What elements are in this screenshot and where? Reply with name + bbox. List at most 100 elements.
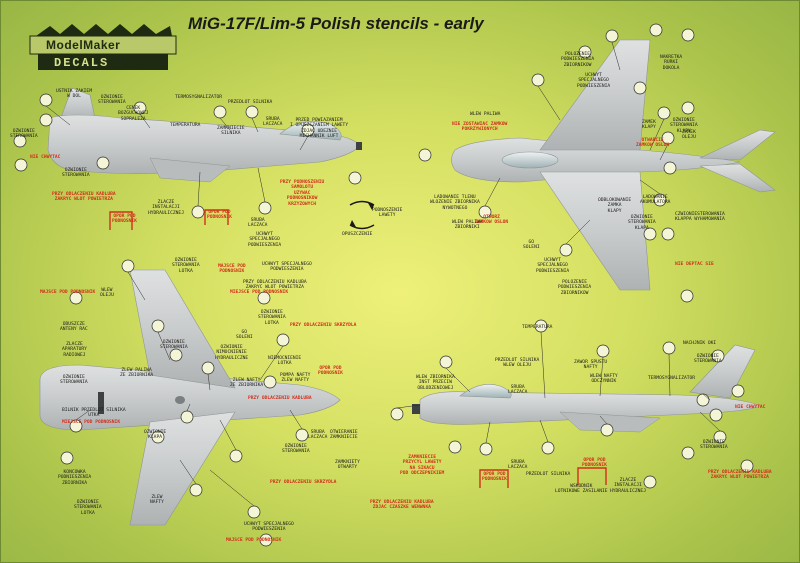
stencil-label: PRZEDLOT SILNIKA WLEW OLEJU xyxy=(495,358,540,369)
stencil-label: OZWIONIE STEROWANIA LOTKA xyxy=(172,258,200,274)
stencil-label: TEMPERATURA xyxy=(170,123,201,128)
stencil-label-red: NIE CHWYTAC xyxy=(735,405,766,410)
stencil-label: GO SOLENI xyxy=(523,240,540,251)
stencil-label-red: OPOR POD PODNOSNIK xyxy=(318,366,343,377)
stencil-label: ZLACZE INSTALACJI HYDRAULICZNEJ xyxy=(610,478,646,494)
sheet-title: MiG-17F/Lim-5 Polish stencils - early xyxy=(188,14,484,33)
stencil-label: POLOZENIE PODWIESZENIA ZBIORNIKOW xyxy=(561,52,595,68)
stencil-label: USTNIK ZAKIEM W DOL xyxy=(56,89,92,100)
stencil-label: OTWIERANIE ZAMKNIECIE xyxy=(330,430,358,441)
stencil-label-red: OTWARCIE ZAMKOW OSLON xyxy=(636,138,670,149)
stencil-label-red: PRZY PODNOSZENIU SAMOLOTU UZYWAC PODNOSN… xyxy=(280,180,325,207)
stencil-label-red: PRZY ODLACZENIU SKRZYDLA xyxy=(270,480,337,485)
aircraft-bottom-view xyxy=(39,269,341,526)
stencil-label-red: PRZY ODLACZENIU SKRZYDLA xyxy=(290,323,357,328)
stencil-label-red: NIE DEPTAC SIE xyxy=(675,262,714,267)
logo-line-1: ModelMaker xyxy=(46,38,121,52)
stencil-label: WLEW OLEJU xyxy=(100,288,114,299)
stencil-label: GO SOLENI xyxy=(236,330,253,341)
stencil-label: TERMOSYGNALIZATOR xyxy=(648,376,696,381)
stencil-label-red: OPOR POD PODNOSNIK xyxy=(582,458,607,469)
stencil-label: NIEMOCNIENIE LOTKA xyxy=(268,356,302,367)
stencil-label: PRZY ODLACZENIU KADLUBA ZAKRYC WLOT POWI… xyxy=(243,280,307,291)
stencil-label-red: PRZY ODLACZENIU KADLUBA xyxy=(248,396,312,401)
stencil-label: LADOWANIE AKUMULATORA xyxy=(640,195,671,206)
stencil-label: ZAMKNIETY OTWARTY xyxy=(335,460,360,471)
stencil-label: ODUSZCZE ANTENY RAC xyxy=(60,322,88,333)
stencil-label: OZWIONIE STEROWANIA xyxy=(10,129,38,140)
stencil-label: OZWIONIE STEROWANIA xyxy=(160,340,188,351)
stencil-label: ZAMEK KLAPY xyxy=(642,120,656,131)
stencil-label: TEMPERATURA xyxy=(522,325,553,330)
stencil-label: UCHWYT SPECJALNEGO PODWIESZENIA xyxy=(536,258,570,274)
stencil-label-red: OPOR POD PODNOSNIK xyxy=(482,472,507,483)
stencil-label: OZWIONIE STEROWANIA xyxy=(694,354,722,365)
stencil-label-red: OPOR POD PODNOSNIK xyxy=(207,210,232,221)
stencil-label: ODBLOKOWANIE ZAMKA KLAPY xyxy=(598,198,632,214)
stencil-label-red: PRZY ODLACZENIU KADLUBA ZDJAC CZASZKE WE… xyxy=(370,500,434,511)
stencil-label: ZAMKNIECIE SILNIKA xyxy=(217,126,245,137)
stencil-label: PRZEDLOT SILNIKA xyxy=(228,100,273,105)
stencil-label: TERMOSYGNALIZATOR xyxy=(175,95,223,100)
stencil-label: KONCOWKA PODNIESZENIA ZBIORNIKA xyxy=(58,470,92,486)
stencil-label: OZWIONIE STEROWANIA KLAPA xyxy=(628,215,656,231)
stencil-label: PRZEDLOT SILNIKA xyxy=(526,472,571,477)
modelmaker-logo: ModelMaker DECALS xyxy=(28,22,178,74)
stencil-label: ZLEW PALIWA ZE ZBIORNIKA xyxy=(120,368,154,379)
stencil-label: OZWIONIE STEROWANIA xyxy=(98,95,126,106)
stencil-label: WLEW NAFTY ODCZYNNIK xyxy=(590,374,618,385)
stencil-label: OZWIONIE KLAPA xyxy=(144,430,167,441)
stencil-label: WSKODNIK LOTNIKOWE ZASILANIE xyxy=(555,484,608,495)
stencil-label-red: MAJSCE POD PODNOSNIK xyxy=(218,264,246,275)
stencil-label: ZAWOR SPUSTU NAFTY xyxy=(574,360,608,371)
stencil-label: SRUBA LACZACA xyxy=(308,430,328,441)
stencil-label: NACHJNIK OKI xyxy=(683,341,717,346)
stencil-label: SRUBA LACZACA xyxy=(508,385,528,396)
stencil-label: OZWIONIE STEROWANIA LOTKA xyxy=(258,310,286,326)
stencil-label: UCHWYT SPECJALNEGO PODWIESZENIA xyxy=(262,262,312,273)
stencil-label: OZWIONIE STEROWANIA xyxy=(700,440,728,451)
logo-line-2: DECALS xyxy=(54,56,110,70)
logo-badge-icon xyxy=(29,24,177,70)
stencil-label: ZLACZE APARATURY RADIOWEJ xyxy=(62,342,87,358)
stencil-label: POLOZENIE PODWIESZENIA ZBIORNIKOW xyxy=(558,280,592,296)
stencil-label: OZWIONIE NIMOCNIENIE HYDRAULICZNE xyxy=(215,345,249,361)
stencil-label: PRZED POWIAZANIEM I OPUSZCZANIEM LAWETY … xyxy=(290,118,349,140)
stencil-label: CZWIONIESTEROWANIA KLAPPA WYHAMOWANIA xyxy=(675,212,725,223)
stencil-label-red: NIE CHWYTAC xyxy=(30,155,61,160)
aircraft-top-view xyxy=(451,39,776,291)
stencil-label: CENEK BOZGUCHOWEJ SOPRALEZA xyxy=(118,106,149,122)
stencil-label: OPUSZCZENIE xyxy=(342,232,373,237)
stencil-label-red: PRZY ODLACZENIU KADLUBA ZAKRYC WLOT POWI… xyxy=(708,470,772,481)
stencil-label-red: MIEJSCE POD PODNOSNIK xyxy=(230,290,289,295)
stencil-label-red: PRZY ODLACZENIU KADLUBA ZAKRYC WLOT POWI… xyxy=(52,192,116,203)
stencil-label: UCHWYT SPECJALNEGO PODWIESZENIA xyxy=(248,232,282,248)
stencil-label-red: OPOR POD PODNOSNIK xyxy=(112,214,137,225)
stencil-label: ZLACZE INSTALACJI HYDRAULICZNEJ xyxy=(148,200,184,216)
stencil-label: UCHWYT SPECJALNEGO PODWIESZENIA xyxy=(244,522,294,533)
stencil-label: SRUBA LACZACA xyxy=(263,117,283,128)
stencil-label: OZWIONIE STEROWANIA LOTKA xyxy=(74,500,102,516)
leader-lines xyxy=(45,41,721,507)
stencil-label: POMPA NAFTY ZLEW NAFTY xyxy=(280,373,311,384)
stencil-label-red: ZAMKNIECIE PRZYCYL LAWETY NA SIKACU POD … xyxy=(400,455,445,477)
stencil-label-red: OTWORZ ZAMKOW OSLON xyxy=(475,215,509,226)
raise-lower-symbol xyxy=(349,200,375,230)
stencil-label-red: MAJSCE POD PODNOSNIK xyxy=(40,290,96,295)
stencil-label: LADOWANIE TLENU WLOZENIE ZBIORNIKA NYWOT… xyxy=(430,195,480,211)
stencil-label: PODNOSZENIE LAWETY xyxy=(372,208,403,219)
stencil-label: ZAMEK OLEJU xyxy=(682,130,696,141)
stencil-label: OZWIONIE STEROWANIA KLAPY xyxy=(670,118,698,134)
stencil-label: OZWIONIE STEROWANIA xyxy=(62,168,90,179)
stencil-label: WLEW ZBIORNIKA INST PRZECIW OBLODZENIOWE… xyxy=(416,375,455,391)
stencil-label: NAKRETKA RURKI DOKOLA xyxy=(660,55,683,71)
stencil-label-red: MAJSCE POD PODNOSNIK xyxy=(226,538,282,543)
stencil-label: WLEW PALIWA xyxy=(470,112,501,117)
stencil-label: OZWIONIE STEROWANIA xyxy=(282,444,310,455)
stencil-label: BILNIK PRZEDLOT SILNIKA UTKA xyxy=(62,408,126,419)
stencil-label: SRUBA LACZACA xyxy=(508,460,528,471)
stencil-label-red: MIEJSCE POD PODNOSNIK xyxy=(62,420,121,425)
